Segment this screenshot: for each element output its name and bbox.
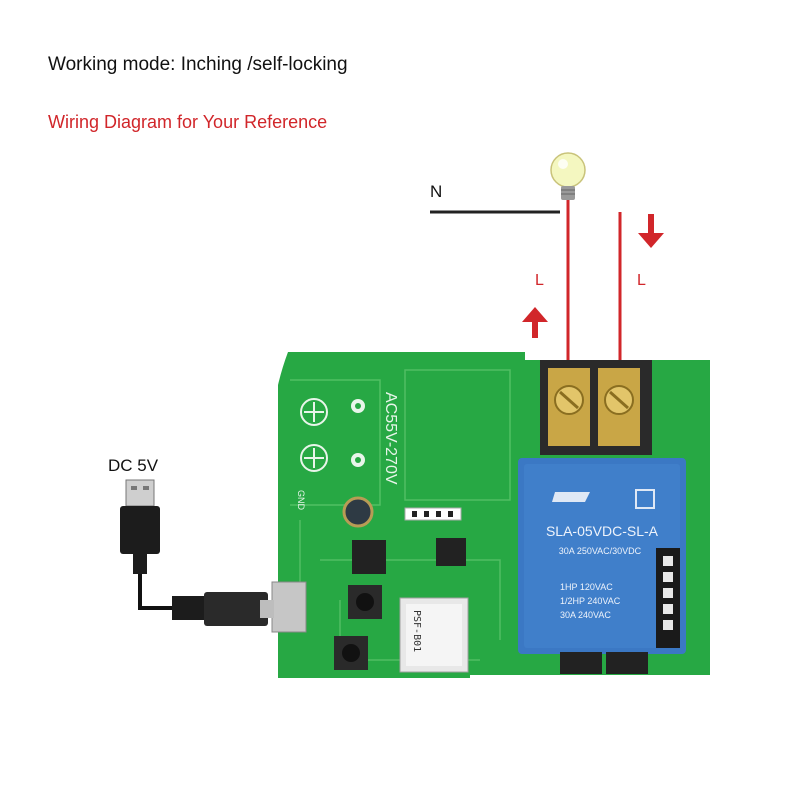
module-label: PSF-B01 — [411, 610, 422, 652]
usb-plug-icon — [120, 479, 274, 626]
voltage-range-label: AC55V-270V — [382, 392, 399, 485]
pin-header-top — [404, 507, 462, 521]
light-bulb-icon — [550, 152, 586, 200]
led — [606, 652, 648, 674]
wiring-reference-title: Wiring Diagram for Your Reference — [48, 112, 328, 132]
gnd-label: GND — [296, 490, 306, 511]
neutral-label: N — [430, 182, 443, 201]
ic-chip — [436, 538, 466, 566]
wifi-module — [399, 597, 469, 673]
working-mode-text: Working mode: Inching /self-locking — [48, 54, 348, 75]
ac-input-terminals — [300, 398, 365, 472]
capacitor — [342, 496, 374, 528]
relay-rating-3: 1/2HP 240VAC — [560, 596, 621, 606]
arrow-down-icon — [638, 214, 664, 248]
relay-model: SLA-05VDC-SL-A — [546, 523, 659, 539]
relay — [518, 458, 686, 654]
pcb-board — [271, 352, 710, 678]
live-label-input: L — [637, 272, 646, 289]
led — [560, 652, 602, 674]
relay-rating-2: 1HP 120VAC — [560, 582, 613, 592]
arrow-up-icon — [522, 307, 548, 338]
regulator — [352, 540, 386, 574]
relay-rating-1: 30A 250VAC/30VDC — [559, 546, 642, 556]
output-terminal-block — [540, 360, 652, 455]
live-label-lamp: L — [535, 272, 544, 289]
tact-buttons — [334, 585, 382, 670]
power-label: DC 5V — [108, 456, 159, 475]
relay-rating-4: 30A 240VAC — [560, 610, 611, 620]
header-pins — [656, 548, 680, 648]
micro-usb-port — [271, 581, 307, 633]
